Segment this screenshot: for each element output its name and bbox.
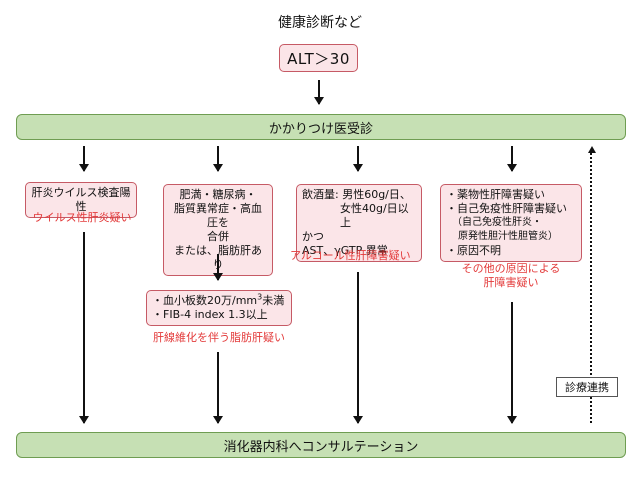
viral-hepatitis-result: ウイルス性肝炎疑い	[20, 211, 144, 225]
arrow-down-icon	[213, 254, 223, 281]
collaboration-dotted-line	[590, 153, 592, 423]
arrow-down-icon	[79, 146, 89, 172]
box-line: 飲酒量: 男性60g/日、	[302, 188, 411, 201]
collaboration-label: 診療連携	[556, 377, 618, 397]
result-line: アルコール性肝障害疑い	[290, 249, 411, 262]
viral-hepatitis-box: 肝炎ウイルス検査陽性	[25, 182, 137, 218]
arrow-down-icon	[213, 352, 223, 424]
consultation-label: 消化器内科へコンサルテーション	[223, 439, 419, 455]
alcohol-criteria-box: 飲酒量: 男性60g/日、 女性40g/日以上 かつ AST、γGTP 異常	[296, 184, 422, 262]
alcoholic-liver-result: アルコール性肝障害疑い	[290, 249, 414, 263]
box-line: ・原因不明	[446, 244, 501, 257]
other-causes-result: その他の原因による 肝障害疑い	[440, 262, 582, 290]
box-line: 女性40g/日以上	[340, 202, 409, 229]
other-causes-box: ・薬物性肝障害疑い ・自己免疫性肝障害疑い （自己免疫性肝炎・ 原発性胆汁性胆管…	[440, 184, 582, 262]
alt-threshold-box: ALT＞30	[279, 44, 358, 72]
result-line: 肝線維化を伴う脂肪肝疑い	[153, 331, 285, 344]
primary-care-bar: かかりつけ医受診	[16, 114, 626, 140]
box-line: かつ	[302, 230, 324, 243]
fibrosis-criteria-box: ・血小板数20万/mm3未満 ・FIB-4 index 1.3以上	[146, 290, 292, 326]
diagram-title: 健康診断など	[278, 15, 362, 31]
arrow-down-icon	[507, 302, 517, 424]
arrow-down-icon	[353, 146, 363, 172]
result-line: 肝障害疑い	[483, 276, 539, 289]
arrow-down-icon	[353, 272, 363, 424]
arrow-down-icon	[314, 80, 324, 105]
fatty-liver-risk-box: 肥満・糖尿病・ 脂質異常症・高血圧を 合併 または、脂肪肝あり	[163, 184, 273, 276]
box-line: ・自己免疫性肝障害疑い	[446, 202, 567, 215]
box-line: 原発性胆汁性胆管炎）	[458, 231, 558, 242]
primary-care-label: かかりつけ医受診	[268, 121, 374, 137]
box-line: 脂質異常症・高血圧を	[174, 202, 262, 229]
fibrotic-fatty-liver-result: 肝線維化を伴う脂肪肝疑い	[140, 331, 298, 345]
box-line: AST、γGTP 異常	[302, 244, 388, 257]
result-line: ウイルス性肝炎疑い	[32, 211, 132, 224]
result-line: その他の原因による	[461, 262, 561, 275]
box-line: 肝炎ウイルス検査陽性	[31, 186, 131, 213]
box-line: ・薬物性肝障害疑い	[446, 188, 545, 201]
arrow-down-icon	[79, 232, 89, 424]
box-line: 肥満・糖尿病・	[179, 188, 257, 201]
box-line: 合併	[207, 230, 229, 243]
arrow-up-icon	[588, 146, 596, 153]
box-line: （自己免疫性肝炎・	[452, 217, 542, 228]
box-line: ・FIB-4 index 1.3以上	[152, 308, 268, 321]
consultation-bar: 消化器内科へコンサルテーション	[16, 432, 626, 458]
box-line: ・血小板数20万/mm3未満	[152, 292, 285, 307]
arrow-down-icon	[213, 146, 223, 172]
arrow-down-icon	[507, 146, 517, 172]
